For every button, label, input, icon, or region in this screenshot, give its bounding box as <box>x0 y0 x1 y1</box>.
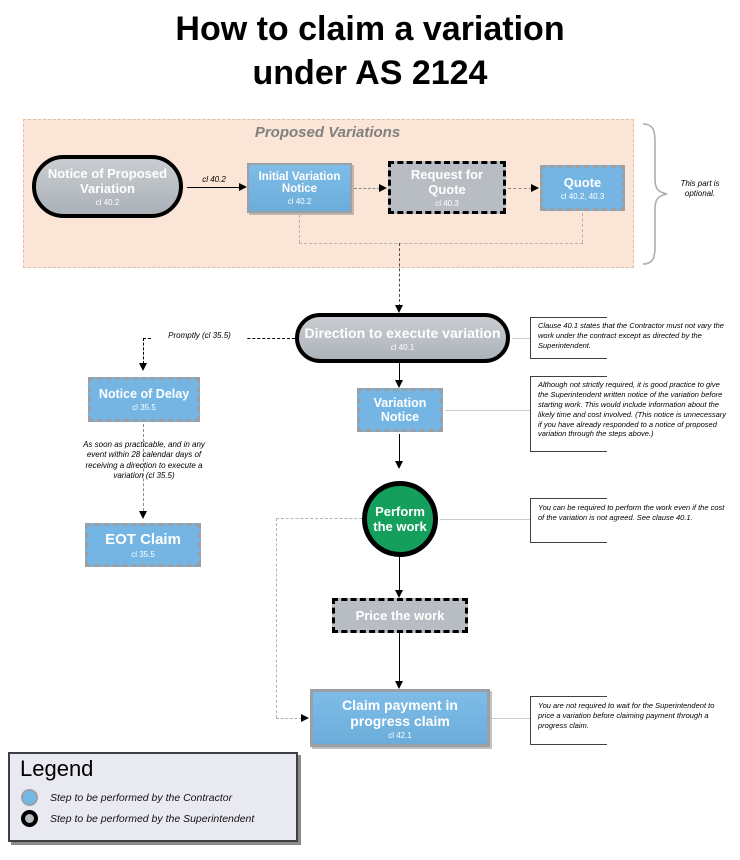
connector-ivn-rfq <box>354 188 380 189</box>
node-perform-the-work: Perform the work <box>362 481 438 557</box>
arrowhead-variation-notice <box>395 380 403 388</box>
node-label: EOT Claim <box>105 531 181 548</box>
arrowhead-npv-ivn <box>239 183 247 191</box>
connector-npv-ivn <box>187 187 240 188</box>
annotation-bracket-3 <box>530 498 607 543</box>
node-label: Perform the work <box>373 504 427 534</box>
node-label: Request for Quote <box>410 167 484 197</box>
annotation-text-4: You are not required to wait for the Sup… <box>538 701 715 730</box>
proposed-variations-header: Proposed Variations <box>254 124 401 141</box>
connector-price-claim <box>399 633 400 681</box>
eot-timing-note: As soon as practicable, and in any event… <box>83 440 205 481</box>
legend-superintendent-label: Step to be performed by the Superintende… <box>50 813 255 825</box>
node-clause: cl 40.3 <box>435 199 459 208</box>
annotation-bracket-4 <box>530 696 607 745</box>
arrowhead-to-direction <box>395 305 403 313</box>
connector-delay-eot <box>143 424 144 511</box>
legend-contractor-label: Step to be performed by the Contractor <box>50 792 233 804</box>
leader-annotation-4 <box>492 718 530 719</box>
arrowhead-bypass-claim <box>301 714 309 722</box>
annotation-text-2: Although not strictly required, it is go… <box>538 380 726 439</box>
page-title-line1: How to claim a variation <box>175 10 565 48</box>
connector-promptly-down <box>143 338 144 364</box>
annotation-bracket-1 <box>530 317 607 359</box>
arrowhead-price <box>395 590 403 598</box>
connector-perform-price <box>399 557 400 590</box>
node-notice-of-delay: Notice of Delay cl 35.5 <box>88 377 200 422</box>
node-label: Notice of Delay <box>98 387 190 401</box>
node-price-the-work: Price the work <box>332 598 468 633</box>
node-request-for-quote: Request for Quote cl 40.3 <box>388 161 506 214</box>
node-initial-variation-notice: Initial Variation Notice cl 40.2 <box>247 163 352 213</box>
node-label: Quote <box>563 175 602 190</box>
connector-ivn-down <box>299 215 300 243</box>
connector-bypass-bottom <box>276 718 302 719</box>
node-direction-to-execute: Direction to execute variation cl 40.1 <box>295 313 510 363</box>
arrowhead-claim <box>395 681 403 689</box>
arrowhead-perform <box>395 461 403 469</box>
node-clause: cl 35.5 <box>131 550 155 559</box>
edge-label-promptly: Promptly (cl 35.5) <box>152 331 247 340</box>
edge-label-cl402: cl 40.2 <box>202 175 226 184</box>
annotation-text-3: You can be required to perform the work … <box>538 503 725 522</box>
node-eot-claim: EOT Claim cl 35.5 <box>85 523 201 567</box>
connector-bypass-top <box>276 518 362 519</box>
annotation-text-1: Clause 40.1 states that the Contractor m… <box>538 321 724 350</box>
node-variation-notice: Variation Notice <box>357 388 443 432</box>
legend-contractor-icon <box>21 789 38 806</box>
node-claim-payment: Claim payment in progress claim cl 42.1 <box>310 689 490 747</box>
page-title-line2: under AS 2124 <box>252 54 488 92</box>
arrowhead-eot-claim <box>139 511 147 519</box>
node-label: Claim payment in progress claim <box>342 696 458 729</box>
node-clause: cl 35.5 <box>132 403 156 412</box>
node-clause: cl 40.2, 40.3 <box>560 192 605 201</box>
node-clause: cl 40.1 <box>390 342 415 352</box>
annotation-bracket-2 <box>530 376 607 452</box>
connector-quote-down <box>582 213 583 243</box>
connector-bypass-vertical <box>276 518 277 718</box>
node-label: Variation Notice <box>373 396 427 424</box>
leader-annotation-2 <box>445 410 530 411</box>
optional-note: This part is optional. <box>680 179 720 199</box>
connector-to-direction <box>399 243 400 307</box>
connector-rfq-quote <box>508 188 532 189</box>
arrowhead-ivn-rfq <box>379 184 387 192</box>
optional-brace-icon <box>642 123 668 265</box>
connector-vn-perform <box>399 434 400 461</box>
node-label: Notice of Proposed Variation <box>47 166 168 196</box>
node-label: Price the work <box>355 608 445 623</box>
arrowhead-notice-of-delay <box>139 363 147 371</box>
node-clause: cl 42.1 <box>388 730 412 740</box>
node-label: Initial Variation Notice <box>258 170 341 195</box>
node-clause: cl 40.2 <box>95 198 120 207</box>
leader-annotation-3 <box>440 519 530 520</box>
node-notice-of-proposed-variation: Notice of Proposed Variation cl 40.2 <box>32 155 183 218</box>
legend-superintendent-icon <box>21 810 38 827</box>
node-clause: cl 40.2 <box>287 196 312 206</box>
legend-title: Legend <box>20 756 94 781</box>
node-label: Direction to execute variation <box>304 324 501 341</box>
connector-merge-horizontal <box>299 243 583 244</box>
arrowhead-rfq-quote <box>531 184 539 192</box>
connector-direction-vn <box>399 363 400 380</box>
node-quote: Quote cl 40.2, 40.3 <box>540 165 625 211</box>
legend-panel <box>8 752 298 842</box>
leader-annotation-1 <box>512 338 530 339</box>
